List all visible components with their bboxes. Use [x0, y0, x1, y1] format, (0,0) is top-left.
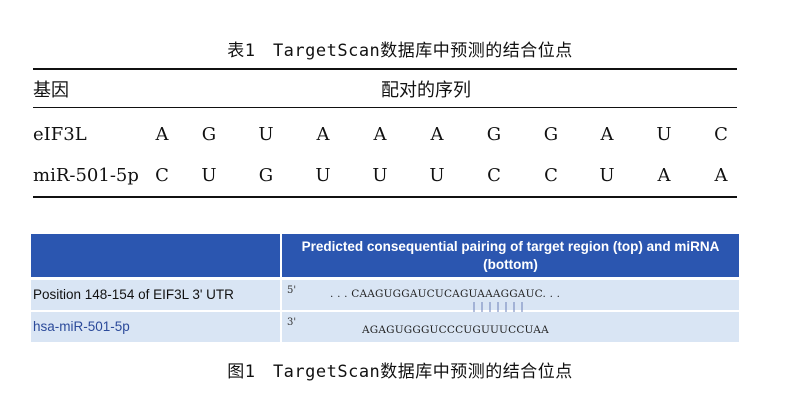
nucleotide: U — [315, 165, 331, 186]
row-name: miR-501-5p — [33, 165, 139, 186]
nucleotide: U — [258, 124, 274, 145]
nucleotide: A — [373, 124, 387, 145]
figure-caption: 图1 TargetScan数据库中预测的结合位点 — [227, 362, 573, 382]
nucleotide: G — [201, 124, 217, 145]
nucleotide: U — [429, 165, 445, 186]
nucleotide: C — [487, 165, 501, 186]
nucleotide: G — [258, 165, 274, 186]
mirna-label: hsa-miR-501-5p — [31, 312, 280, 342]
target-sequence-cell: 5' . . . CAAGUGGAUCUCAGUAAAGGAUC. . . — [282, 280, 739, 324]
table-header-rule — [33, 107, 737, 108]
nucleotide: A — [316, 124, 330, 145]
table-bottom-rule — [33, 196, 737, 198]
row-name: eIF3L — [33, 124, 87, 145]
target-position-label: Position 148-154 of EIF3L 3' UTR — [31, 280, 280, 310]
nucleotide: U — [372, 165, 388, 186]
table-top-rule — [33, 68, 737, 70]
nucleotide: A — [657, 165, 671, 186]
five-prime-label: 5' — [287, 285, 297, 296]
nucleotide: C — [155, 165, 169, 186]
nucleotide: C — [544, 165, 558, 186]
figure-header-blank — [31, 234, 280, 277]
nucleotide: A — [714, 165, 728, 186]
table-title: 表1 TargetScan数据库中预测的结合位点 — [227, 41, 573, 61]
header-gene: 基因 — [33, 80, 69, 101]
nucleotide: A — [430, 124, 444, 145]
mirna-sequence: AGAGUGGGUCCCUGUUUCCUAA — [362, 324, 549, 336]
target-sequence: . . . CAAGUGGAUCUCAGUAAAGGAUC. . . — [330, 288, 561, 300]
nucleotide: A — [600, 124, 614, 145]
mirna-sequence-cell: 3' AGAGUGGGUCCCUGUUUCCUAA — [282, 312, 739, 342]
nucleotide: A — [155, 124, 169, 145]
nucleotide: G — [543, 124, 559, 145]
nucleotide: U — [656, 124, 672, 145]
nucleotide: G — [486, 124, 502, 145]
nucleotide: U — [201, 165, 217, 186]
table-row-mir: miR-501-5p C U G U U U C C U A A — [0, 165, 800, 189]
targetscan-figure: Predicted consequential pairing of targe… — [31, 234, 739, 342]
nucleotide: U — [599, 165, 615, 186]
table-row-eif3l: eIF3L A G U A A A G G A U C — [0, 124, 800, 148]
nucleotide: C — [714, 124, 728, 145]
header-sequence: 配对的序列 — [381, 80, 471, 101]
three-prime-label: 3' — [287, 317, 297, 328]
figure-header: Predicted consequential pairing of targe… — [282, 234, 739, 277]
